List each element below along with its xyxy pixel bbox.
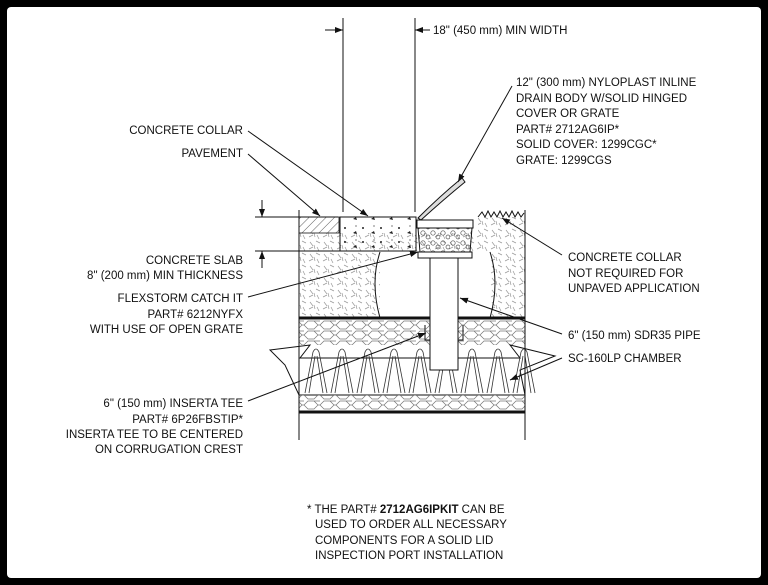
callout-flexstorm: FLEXSTORM CATCH IT PART# 6212NYFX WITH U… bbox=[90, 293, 243, 336]
footnote-line: * THE PART# 2712AG6IPKIT CAN BE bbox=[307, 504, 505, 516]
callout-inserta-tee: 6" (150 mm) INSERTA TEE PART# 6P26FBSTIP… bbox=[66, 398, 244, 456]
footnote-part-number: 2712AG6IPKIT bbox=[380, 504, 459, 516]
callout-line: PART# 2712AG6IP* bbox=[516, 124, 620, 136]
callout-line: DRAIN BODY W/SOLID HINGED bbox=[516, 93, 687, 105]
min-width-dimension: 18" (450 mm) MIN WIDTH bbox=[325, 18, 567, 212]
callout-line: NOT REQUIRED FOR bbox=[568, 268, 683, 280]
callout-line: PART# 6212NYFX bbox=[148, 309, 244, 321]
stone-layer-top bbox=[299, 318, 525, 345]
footnote: * THE PART# 2712AG6IPKIT CAN BE USED TO … bbox=[307, 504, 507, 562]
min-width-label: 18" (450 mm) MIN WIDTH bbox=[433, 25, 567, 37]
callout-line: 12" (300 mm) NYLOPLAST INLINE bbox=[516, 77, 697, 89]
callout-line: GRATE: 1299CGS bbox=[516, 155, 612, 167]
concrete-collar bbox=[339, 216, 417, 252]
drain-body bbox=[416, 177, 474, 259]
chamber-corrugation bbox=[304, 348, 328, 394]
slab-thickness-dimension bbox=[255, 200, 340, 268]
chamber bbox=[268, 344, 557, 396]
chamber-corrugation bbox=[486, 348, 510, 394]
callout-chamber: SC-160LP CHAMBER bbox=[568, 353, 682, 365]
footnote-prefix: * THE PART# bbox=[307, 504, 380, 516]
callout-concrete-slab: CONCRETE SLAB 8" (200 mm) MIN THICKNESS bbox=[87, 255, 243, 282]
callout-line: SOLID COVER: 1299CGC* bbox=[516, 139, 657, 151]
chamber-corrugation bbox=[512, 348, 536, 394]
sdr35-pipe bbox=[429, 254, 459, 371]
footnote-line: INSPECTION PORT INSTALLATION bbox=[315, 550, 503, 562]
chamber-corrugation bbox=[408, 348, 432, 394]
stone-layer-bottom bbox=[299, 395, 525, 412]
callout-line: UNPAVED APPLICATION bbox=[568, 283, 700, 295]
callout-line: ON CORRUGATION CREST bbox=[95, 444, 243, 456]
callout-line: CONCRETE COLLAR bbox=[568, 252, 682, 264]
callout-line: COVER OR GRATE bbox=[516, 108, 620, 120]
callout-line: 8" (200 mm) MIN THICKNESS bbox=[87, 270, 243, 282]
callout-pipe: 6" (150 mm) SDR35 PIPE bbox=[568, 330, 701, 342]
callout-pavement: PAVEMENT bbox=[181, 148, 243, 160]
leader-lines bbox=[247, 85, 563, 402]
footnote-line: USED TO ORDER ALL NECESSARY bbox=[315, 519, 507, 531]
callout-line: 6" (150 mm) INSERTA TEE bbox=[103, 398, 243, 410]
chamber-corrugation bbox=[460, 348, 484, 394]
callout-line: PART# 6P26FBSTIP* bbox=[132, 414, 243, 426]
chamber-corrugation bbox=[330, 348, 354, 394]
footnote-suffix: CAN BE bbox=[458, 504, 504, 516]
callout-line: WITH USE OF OPEN GRATE bbox=[90, 324, 243, 336]
hinged-cover bbox=[417, 177, 466, 221]
callout-collar-not-required: CONCRETE COLLAR NOT REQUIRED FOR UNPAVED… bbox=[568, 252, 700, 295]
callout-line: INSERTA TEE TO BE CENTERED bbox=[66, 429, 243, 441]
callout-drain-body: 12" (300 mm) NYLOPLAST INLINE DRAIN BODY… bbox=[516, 77, 697, 167]
callout-concrete-collar: CONCRETE COLLAR bbox=[129, 125, 243, 137]
inserta-tee bbox=[424, 325, 464, 341]
chamber-corrugation bbox=[356, 348, 380, 394]
callout-line: FLEXSTORM CATCH IT bbox=[118, 293, 243, 305]
chamber-corrugation bbox=[382, 348, 406, 394]
callout-line: CONCRETE SLAB bbox=[146, 255, 243, 267]
footnote-line: COMPONENTS FOR A SOLID LID bbox=[315, 535, 493, 547]
pavement bbox=[298, 216, 340, 234]
